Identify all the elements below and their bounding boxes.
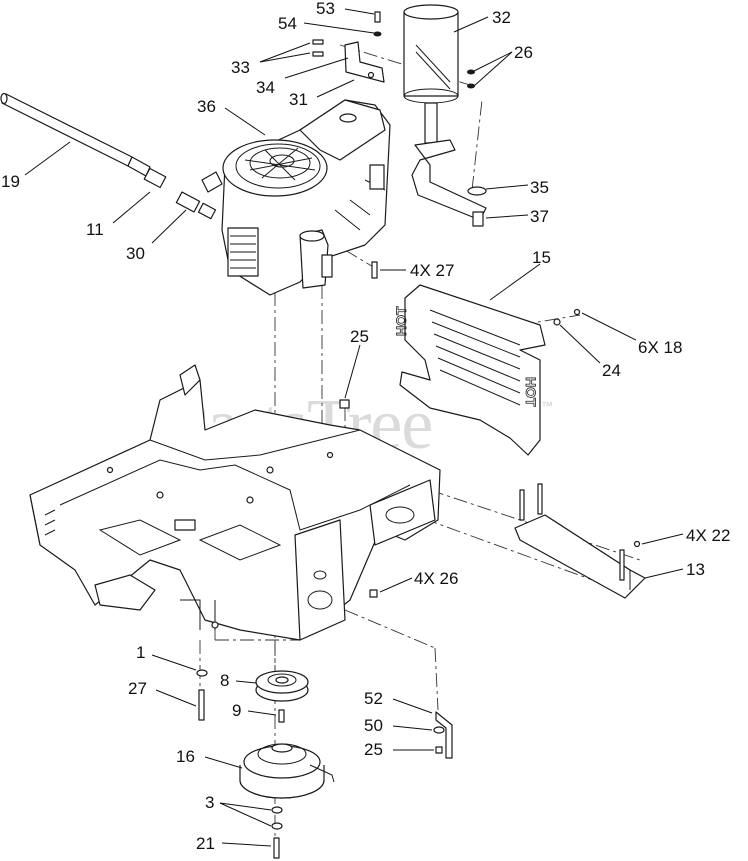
callout-25-upper: 25 xyxy=(350,327,369,346)
lower-left-hardware xyxy=(196,669,208,721)
callout-13: 13 xyxy=(686,560,705,579)
nut-26-part xyxy=(369,589,378,598)
engine-part xyxy=(201,99,391,296)
callout-35: 35 xyxy=(530,178,549,197)
callout-15: 15 xyxy=(532,248,551,267)
callout-labels: 53 54 32 26 33 34 31 36 19 11 30 35 37 4… xyxy=(1,0,730,853)
fuel-fittings xyxy=(143,167,217,220)
callout-32: 32 xyxy=(492,8,511,27)
hot-decal-left: HOT xyxy=(393,306,409,336)
fuel-line-part xyxy=(0,92,151,177)
callout-34: 34 xyxy=(256,78,275,97)
callout-21: 21 xyxy=(196,834,215,853)
callout-24: 24 xyxy=(602,361,621,380)
callout-19: 19 xyxy=(1,172,20,191)
pulley-part xyxy=(255,670,309,702)
callout-4x22: 4X 22 xyxy=(686,526,730,545)
key-part xyxy=(278,709,285,723)
heat-shield-part: HOT HOT xyxy=(393,284,581,456)
hot-decal-right: HOT xyxy=(523,377,539,407)
callout-33: 33 xyxy=(231,58,250,77)
callout-25-lower: 25 xyxy=(364,740,383,759)
callout-30: 30 xyxy=(126,244,145,263)
callout-27: 27 xyxy=(128,679,147,698)
muffler-part xyxy=(403,4,487,227)
callout-6x18: 6X 18 xyxy=(638,338,682,357)
nut-upper-part xyxy=(339,399,350,409)
guard-plate-part xyxy=(514,483,646,599)
clutch-part xyxy=(239,743,335,799)
bracket-part xyxy=(344,41,385,83)
callout-50: 50 xyxy=(364,716,383,735)
callout-8: 8 xyxy=(220,671,229,690)
callout-52: 52 xyxy=(364,689,383,708)
callout-37: 37 xyxy=(530,207,549,226)
watermark-trademark: ™ xyxy=(541,399,553,413)
callout-4x26: 4X 26 xyxy=(414,569,458,588)
callout-53: 53 xyxy=(316,0,335,18)
callout-1: 1 xyxy=(136,643,145,662)
callout-11: 11 xyxy=(86,220,104,239)
callout-16: 16 xyxy=(176,747,195,766)
callout-31: 31 xyxy=(289,90,308,109)
pin-part xyxy=(371,261,378,279)
small-hardware-top xyxy=(312,11,382,57)
washer-bolt-part xyxy=(271,806,283,859)
callout-36: 36 xyxy=(197,97,216,116)
callout-4x27: 4X 27 xyxy=(410,261,454,280)
callout-26: 26 xyxy=(514,43,533,62)
callout-9: 9 xyxy=(232,701,241,720)
mower-frame-part xyxy=(29,364,441,641)
callout-3: 3 xyxy=(205,793,214,812)
leader-lines xyxy=(24,8,684,847)
rod-hardware-part xyxy=(433,711,453,759)
callout-54: 54 xyxy=(278,14,297,33)
